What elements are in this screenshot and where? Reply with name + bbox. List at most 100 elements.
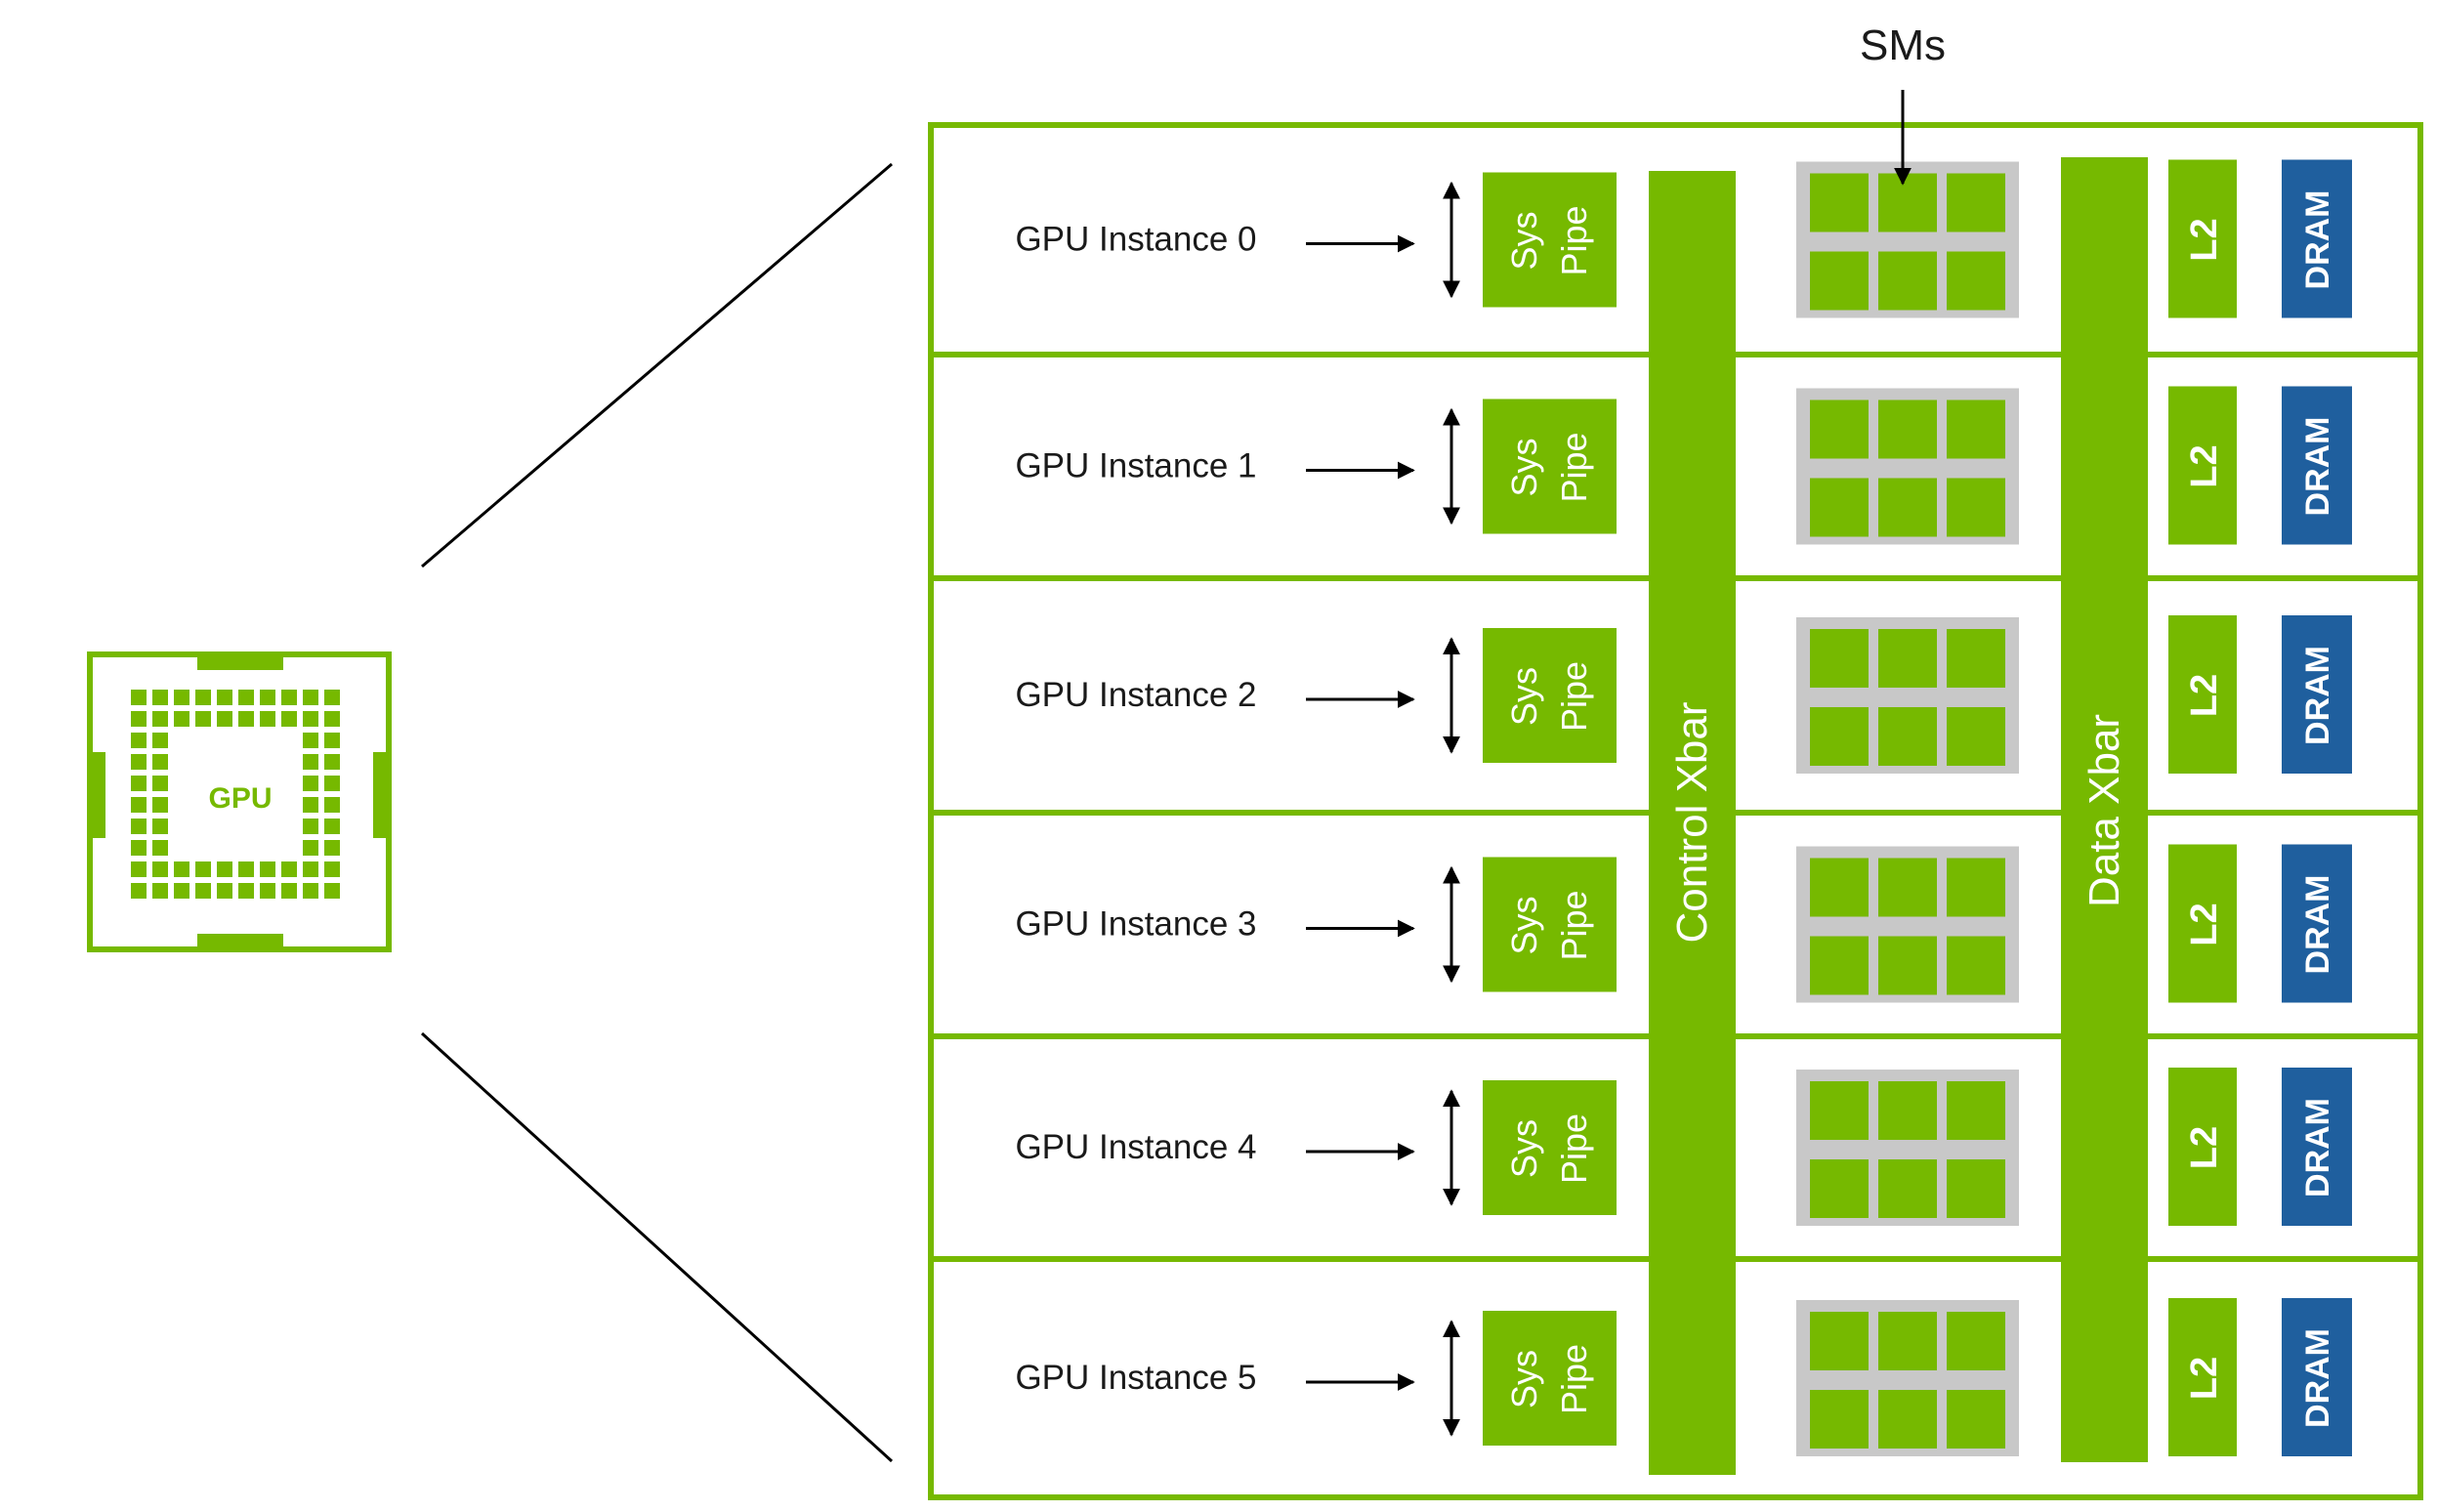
sm-block <box>1947 251 2005 311</box>
sm-block <box>1810 251 1869 311</box>
l2-label: L2 <box>2184 674 2225 717</box>
syspipe-label-sys: Sys <box>1504 896 1544 954</box>
chip-cell <box>324 840 340 856</box>
sm-block <box>1878 478 1937 537</box>
syspipe-box <box>1483 1311 1617 1446</box>
l2-box <box>2168 844 2237 1003</box>
chip-cell <box>195 883 211 899</box>
chip-cell <box>324 690 340 705</box>
chip-pin-top <box>197 656 283 670</box>
data-xbar <box>2061 157 2148 1462</box>
chip-cell <box>131 690 147 705</box>
chip-cell <box>303 754 318 770</box>
chip-cell <box>324 776 340 791</box>
sm-block <box>1878 707 1937 766</box>
sm-block <box>1810 936 1869 995</box>
l2-label: L2 <box>2184 903 2225 945</box>
chip-cell <box>217 690 232 705</box>
sm-block <box>1810 1159 1869 1218</box>
sm-block <box>1947 858 2005 917</box>
syspipe-label-pipe: Pipe <box>1554 205 1594 275</box>
chip-cell <box>195 711 211 727</box>
syspipe-label-sys: Sys <box>1504 667 1544 726</box>
chip-cell <box>131 797 147 813</box>
sm-block <box>1810 707 1869 766</box>
gpu-chip-icon: GPU <box>87 651 392 952</box>
dram-label: DRAM <box>2299 1098 2336 1197</box>
syspipe-label-sys: Sys <box>1504 438 1544 496</box>
syspipe-label-pipe: Pipe <box>1554 1344 1594 1414</box>
chip-cell <box>260 690 275 705</box>
chip-label: GPU <box>208 782 272 815</box>
sm-block <box>1810 173 1869 232</box>
chip-cell <box>238 690 254 705</box>
chip-cell <box>281 690 297 705</box>
chip-cell <box>238 861 254 877</box>
chip-cell <box>131 819 147 834</box>
dram-box <box>2282 844 2352 1003</box>
sm-block <box>1810 629 1869 688</box>
chip-cell <box>324 711 340 727</box>
chip-cell <box>217 861 232 877</box>
sm-block <box>1947 1159 2005 1218</box>
chip-cell <box>217 883 232 899</box>
dram-box <box>2282 159 2352 318</box>
chip-cell <box>152 776 168 791</box>
sm-block <box>1810 399 1869 459</box>
l2-box <box>2168 386 2237 545</box>
sm-block <box>1878 629 1937 688</box>
chip-cell <box>303 776 318 791</box>
chip-cell <box>238 883 254 899</box>
syspipe-box <box>1483 399 1617 534</box>
syspipe-label-sys: Sys <box>1504 211 1544 270</box>
chip-cell <box>152 840 168 856</box>
dram-label: DRAM <box>2299 646 2336 745</box>
syspipe-box <box>1483 628 1617 763</box>
chip-cell <box>281 861 297 877</box>
sm-block <box>1947 478 2005 537</box>
gpu-instance-label: GPU Instance 0 <box>1015 221 1256 259</box>
sm-block <box>1947 1390 2005 1449</box>
chip-cell <box>152 861 168 877</box>
chip-cell <box>174 861 189 877</box>
l2-label: L2 <box>2184 1126 2225 1169</box>
dram-label: DRAM <box>2299 190 2336 290</box>
zoom-line-bottom <box>420 1031 894 1463</box>
dram-box <box>2282 1298 2352 1456</box>
chip-cell <box>152 711 168 727</box>
chip-cell <box>324 797 340 813</box>
chip-outline <box>87 651 392 952</box>
chip-cell <box>324 883 340 899</box>
chip-cell <box>152 797 168 813</box>
chip-cell <box>174 883 189 899</box>
l2-box <box>2168 615 2237 774</box>
sm-block <box>1810 1390 1869 1449</box>
sm-block <box>1878 1390 1937 1449</box>
chip-cell <box>174 711 189 727</box>
sm-block <box>1878 1159 1937 1218</box>
chip-cell <box>131 754 147 770</box>
chip-cell <box>303 840 318 856</box>
sm-block <box>1947 399 2005 459</box>
syspipe-label-pipe: Pipe <box>1554 661 1594 732</box>
dram-label: DRAM <box>2299 1328 2336 1428</box>
l2-label: L2 <box>2184 444 2225 487</box>
dram-label: DRAM <box>2299 875 2336 975</box>
sm-block <box>1810 478 1869 537</box>
sm-block <box>1878 936 1937 995</box>
chip-cell <box>303 797 318 813</box>
control-xbar <box>1649 171 1736 1475</box>
l2-label: L2 <box>2184 218 2225 261</box>
gpu-instance-label: GPU Instance 1 <box>1015 447 1256 485</box>
chip-cell <box>324 861 340 877</box>
data-xbar-label: Data Xbar <box>2080 714 2128 907</box>
chip-cell <box>281 711 297 727</box>
chip-cell <box>195 861 211 877</box>
sm-block <box>1878 251 1937 311</box>
syspipe-label-sys: Sys <box>1504 1119 1544 1178</box>
sm-block <box>1947 1081 2005 1140</box>
chip-cell <box>217 711 232 727</box>
chip-cell <box>303 690 318 705</box>
